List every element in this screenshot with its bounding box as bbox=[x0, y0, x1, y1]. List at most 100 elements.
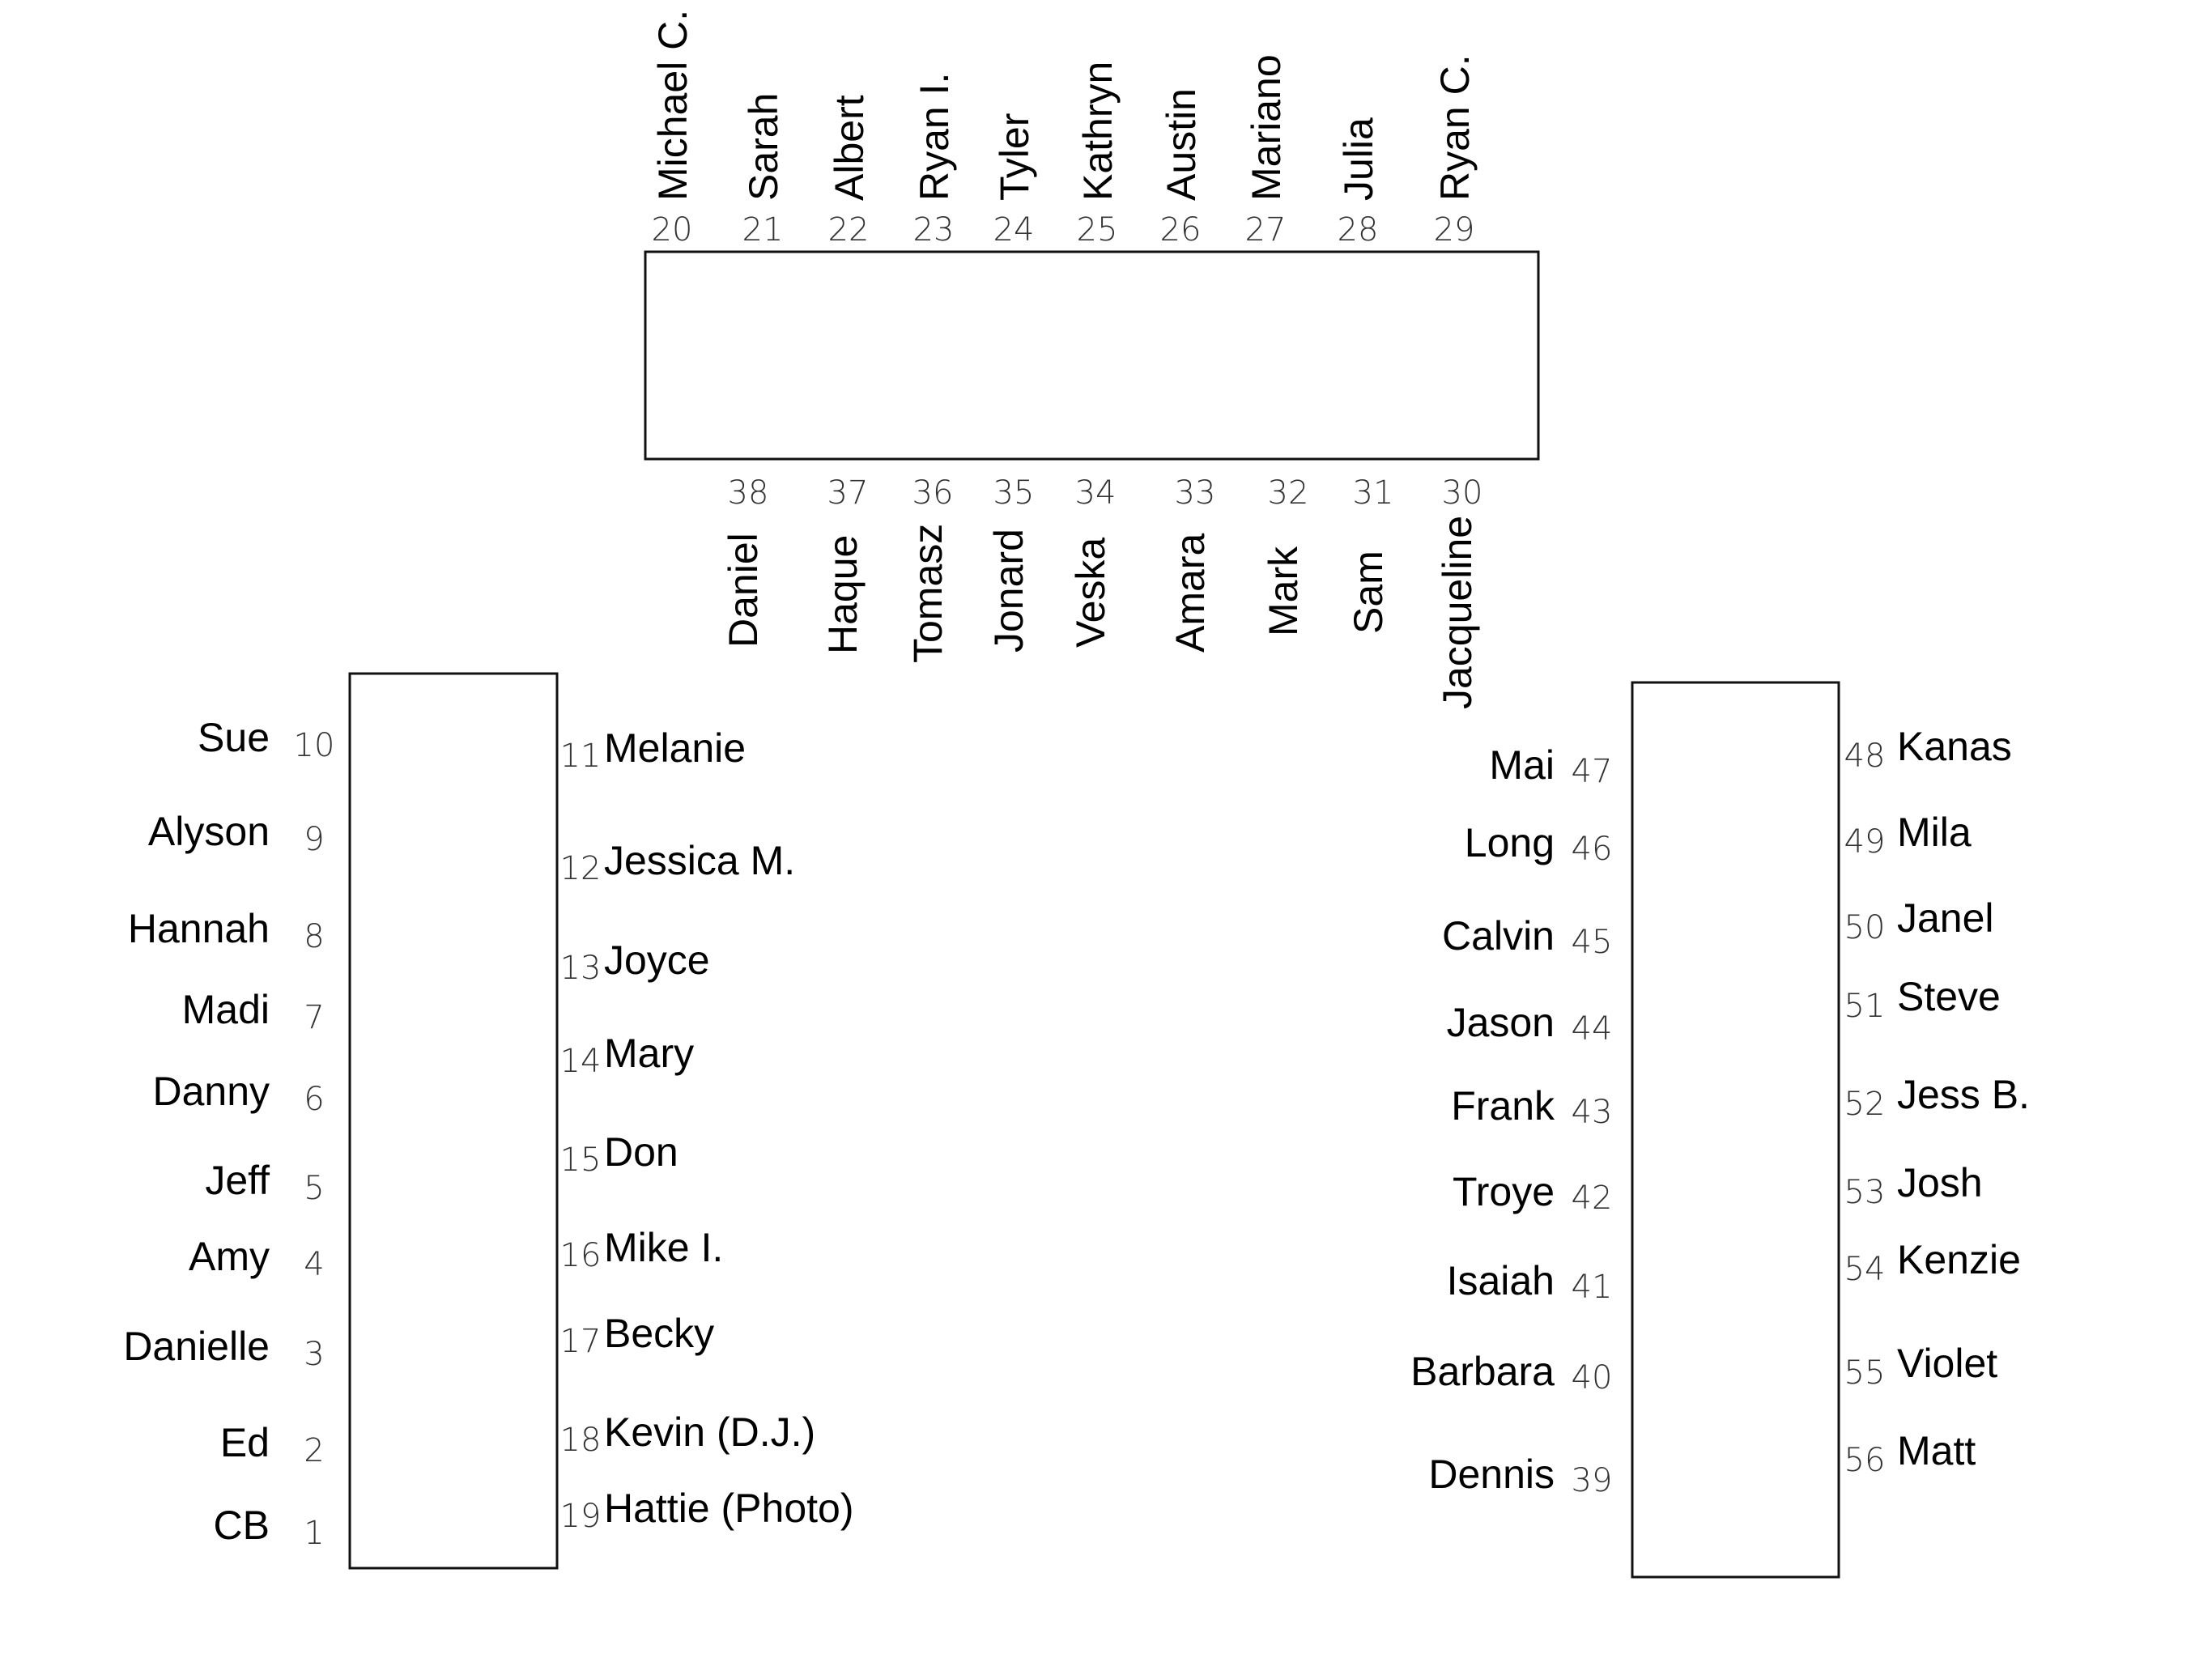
seat-number: 3 bbox=[304, 1336, 324, 1373]
seat-name: Amara bbox=[1168, 534, 1213, 653]
seat-name: Violet bbox=[1897, 1341, 1997, 1386]
seat-number: 18 bbox=[560, 1422, 602, 1459]
seat-name: Kathryn bbox=[1075, 62, 1121, 201]
seat-number: 34 bbox=[1075, 474, 1117, 512]
seat-name: Tomasz bbox=[905, 524, 951, 663]
seat-number: 46 bbox=[1572, 831, 1613, 868]
seat-name: Melanie bbox=[604, 725, 746, 771]
seat-name: Jess B. bbox=[1897, 1072, 2030, 1117]
seat-number: 16 bbox=[560, 1237, 602, 1274]
seat-name: Jonard bbox=[986, 529, 1032, 653]
seat-number: 20 bbox=[652, 211, 693, 249]
seat-name: Sam bbox=[1346, 551, 1391, 634]
seat-number: 53 bbox=[1844, 1174, 1886, 1211]
seat-name: CB bbox=[214, 1503, 270, 1548]
seat-name: Kanas bbox=[1897, 724, 2012, 769]
seat-number: 9 bbox=[304, 821, 324, 858]
seat-number: 19 bbox=[560, 1498, 602, 1535]
seat-name: Hannah bbox=[128, 906, 270, 951]
seat-name: Mila bbox=[1897, 810, 1972, 855]
seat-number: 30 bbox=[1442, 474, 1483, 512]
left-table bbox=[348, 672, 559, 1570]
seat-number: 13 bbox=[560, 950, 602, 987]
seat-number: 42 bbox=[1572, 1180, 1613, 1217]
seat-name: Kenzie bbox=[1897, 1237, 2021, 1282]
seat-number: 50 bbox=[1844, 909, 1886, 946]
seat-name: Dennis bbox=[1428, 1452, 1555, 1497]
seat-name: Tyler bbox=[992, 113, 1037, 201]
seat-number: 10 bbox=[294, 727, 335, 764]
seat-number: 38 bbox=[728, 474, 769, 512]
top-table bbox=[644, 250, 1540, 461]
seat-number: 52 bbox=[1844, 1086, 1886, 1123]
seat-name: Janel bbox=[1897, 895, 1994, 941]
seat-number: 56 bbox=[1844, 1442, 1886, 1479]
seat-number: 32 bbox=[1268, 474, 1309, 512]
seat-name: Jeff bbox=[205, 1158, 270, 1203]
seat-number: 55 bbox=[1844, 1354, 1886, 1392]
seat-number: 5 bbox=[304, 1170, 324, 1207]
seat-number: 54 bbox=[1844, 1251, 1886, 1288]
seat-name: Barbara bbox=[1410, 1349, 1555, 1394]
seat-number: 36 bbox=[912, 474, 954, 512]
seat-name: Frank bbox=[1451, 1083, 1555, 1129]
seat-name: Jacqueline bbox=[1435, 516, 1480, 709]
seat-name: Mary bbox=[604, 1031, 694, 1076]
seat-number: 51 bbox=[1844, 988, 1886, 1025]
seat-number: 12 bbox=[560, 850, 602, 887]
seat-number: 15 bbox=[560, 1141, 602, 1179]
seat-name: Danielle bbox=[123, 1324, 270, 1369]
seat-number: 26 bbox=[1160, 211, 1202, 249]
seat-name: Ed bbox=[220, 1420, 270, 1465]
seat-number: 27 bbox=[1245, 211, 1287, 249]
seat-number: 47 bbox=[1572, 753, 1613, 790]
seat-name: Troye bbox=[1453, 1169, 1555, 1214]
seat-number: 49 bbox=[1844, 823, 1886, 861]
seat-name: Hattie (Photo) bbox=[604, 1486, 853, 1531]
seat-name: Danny bbox=[152, 1069, 270, 1114]
right-table bbox=[1631, 681, 1840, 1579]
seat-name: Mike I. bbox=[604, 1225, 723, 1270]
seat-name: Ryan C. bbox=[1432, 54, 1478, 201]
seat-number: 37 bbox=[827, 474, 869, 512]
seat-name: Becky bbox=[604, 1311, 714, 1356]
seat-name: Kevin (D.J.) bbox=[604, 1409, 815, 1455]
seat-number: 29 bbox=[1434, 211, 1475, 249]
seat-number: 48 bbox=[1844, 738, 1886, 775]
seat-number: 31 bbox=[1353, 474, 1394, 512]
seat-name: Jessica M. bbox=[604, 838, 795, 883]
seat-name: Haque bbox=[820, 535, 866, 654]
seat-number: 17 bbox=[560, 1323, 602, 1360]
seat-number: 4 bbox=[304, 1246, 324, 1283]
seat-name: Mark bbox=[1261, 546, 1306, 636]
seat-number: 11 bbox=[560, 738, 602, 775]
seat-number: 21 bbox=[742, 211, 784, 249]
seat-number: 25 bbox=[1077, 211, 1118, 249]
seat-name: Amy bbox=[189, 1234, 270, 1279]
seat-number: 28 bbox=[1338, 211, 1379, 249]
seat-number: 35 bbox=[993, 474, 1035, 512]
seat-number: 33 bbox=[1175, 474, 1216, 512]
seat-number: 39 bbox=[1572, 1462, 1613, 1499]
seat-number: 22 bbox=[828, 211, 870, 249]
seat-number: 2 bbox=[304, 1432, 324, 1469]
seat-name: Veska bbox=[1068, 538, 1113, 648]
seat-number: 24 bbox=[993, 211, 1035, 249]
seat-number: 43 bbox=[1572, 1094, 1613, 1131]
seat-name: Ryan I. bbox=[912, 73, 957, 201]
seat-number: 45 bbox=[1572, 924, 1613, 961]
seat-number: 41 bbox=[1572, 1269, 1613, 1306]
seat-name: Steve bbox=[1897, 974, 2001, 1019]
seat-name: Madi bbox=[182, 987, 270, 1032]
seat-name: Julia bbox=[1336, 117, 1381, 201]
seat-number: 8 bbox=[304, 918, 324, 955]
seat-name: Daniel bbox=[721, 533, 766, 648]
seat-name: Michael C. bbox=[650, 10, 696, 201]
seat-number: 14 bbox=[560, 1043, 602, 1080]
seat-name: Don bbox=[604, 1129, 678, 1175]
seat-name: Albert bbox=[827, 95, 872, 201]
seat-name: Matt bbox=[1897, 1428, 1976, 1473]
seat-name: Mariano bbox=[1244, 54, 1289, 201]
seat-number: 44 bbox=[1572, 1010, 1613, 1048]
